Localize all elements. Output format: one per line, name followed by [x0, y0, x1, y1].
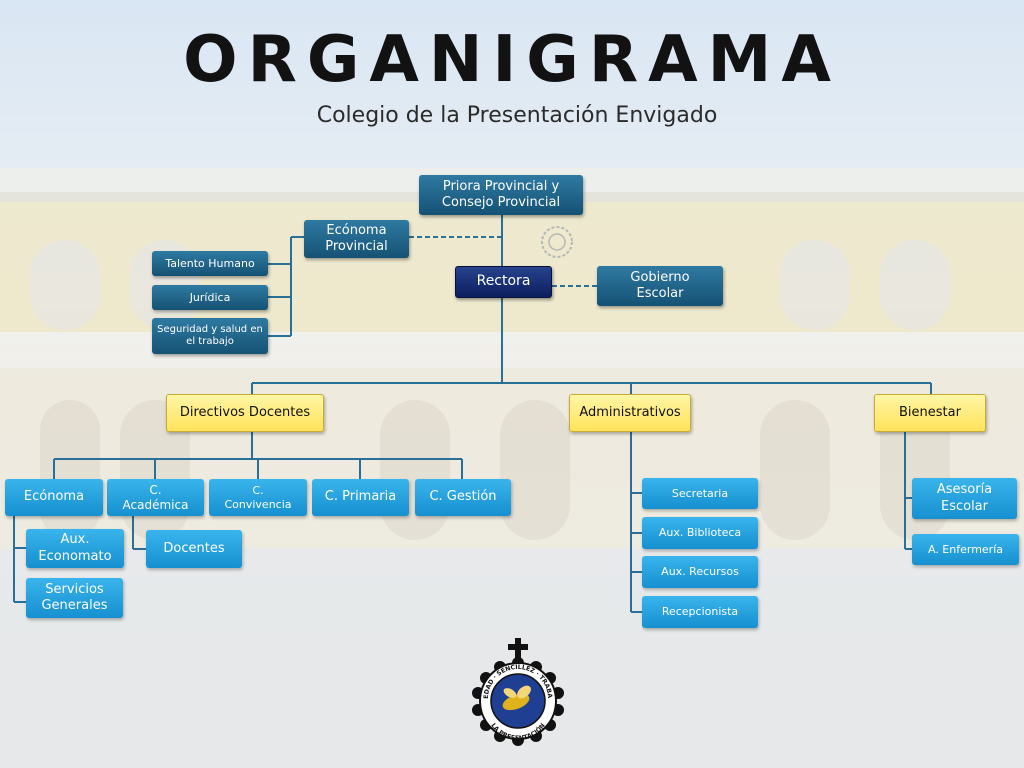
- node-aux-recursos: Aux. Recursos: [642, 556, 758, 588]
- cross-icon: [508, 638, 528, 658]
- node-servicios-generales: Servicios Generales: [26, 578, 123, 618]
- node-c-convivencia: C. Convivencia: [209, 479, 307, 516]
- node-talento-humano: Talento Humano: [152, 251, 268, 276]
- bee-icon: [502, 685, 531, 711]
- node-directivos-docentes: Directivos Docentes: [166, 394, 324, 432]
- node-priora-provincial: Priora Provincial y Consejo Provincial: [419, 175, 583, 215]
- node-asesoria-escolar: Asesoría Escolar: [912, 478, 1017, 519]
- node-rectora: Rectora: [455, 266, 552, 298]
- node-c-gestion: C. Gestión: [415, 479, 511, 516]
- node-administrativos: Administrativos: [569, 394, 691, 432]
- node-bienestar: Bienestar: [874, 394, 986, 432]
- node-seguridad-salud: Seguridad y salud en el trabajo: [152, 318, 268, 354]
- node-gobierno-escolar: Gobierno Escolar: [597, 266, 723, 306]
- node-economa: Ecónoma: [5, 479, 103, 516]
- node-c-academica: C. Académica: [107, 479, 204, 516]
- node-secretaria: Secretaria: [642, 478, 758, 509]
- school-logo: PIEDAD · SENCILLEZ · TRABAJO LA PRESENTA…: [464, 636, 564, 746]
- node-recepcionista: Recepcionista: [642, 596, 758, 628]
- node-juridica: Jurídica: [152, 285, 268, 310]
- page-subtitle: Colegio de la Presentación Envigado: [316, 103, 718, 128]
- node-c-primaria: C. Primaria: [312, 479, 409, 516]
- page-title: ORGANIGRAMA: [183, 23, 841, 97]
- node-aux-economato: Aux. Economato: [26, 529, 124, 568]
- node-aux-biblioteca: Aux. Biblioteca: [642, 517, 758, 549]
- faint-emblem-icon: [541, 226, 573, 258]
- node-a-enfermeria: A. Enfermería: [912, 534, 1019, 565]
- node-economa-provincial: Ecónoma Provincial: [304, 220, 409, 258]
- node-docentes: Docentes: [146, 530, 242, 568]
